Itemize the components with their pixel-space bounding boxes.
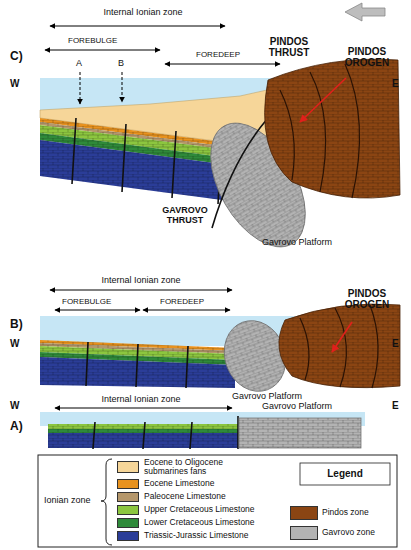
text-label: PINDOS THRUST — [258, 36, 320, 58]
legend-swatch — [290, 506, 318, 520]
zone-arrow — [50, 26, 225, 27]
legend-text: Pindos zone — [322, 508, 394, 517]
text-label: PINDOS OROGEN — [336, 288, 398, 310]
zone-arrow — [50, 290, 232, 291]
text-label: W — [10, 400, 24, 411]
limestone-texture — [40, 340, 235, 388]
text-label: A) — [10, 420, 30, 433]
text-label: W — [10, 338, 24, 349]
foredeep-arrow — [143, 310, 230, 311]
section-c — [40, 26, 400, 263]
orogen-pointer — [332, 322, 352, 352]
text-label: B) — [10, 318, 30, 331]
legend-text: Eocene Limestone — [144, 479, 284, 488]
text-label: E — [392, 78, 406, 89]
legend-text: Eocene to Oligocene submarines fans — [144, 458, 239, 477]
zone-arrow — [55, 408, 232, 409]
direction-arrow — [345, 3, 385, 21]
text-label: FOREBULGE — [68, 37, 138, 46]
legend-swatch — [290, 526, 318, 540]
gavrovo-platform — [239, 418, 361, 448]
text-label: Internal Ionian zone — [86, 395, 196, 405]
legend-swatch — [117, 518, 139, 528]
orogen-texture — [265, 59, 400, 198]
text-label: Gavrovo Platform — [262, 238, 352, 248]
text-label: GAVROVO THRUST — [148, 206, 222, 226]
legend-swatch — [117, 505, 139, 515]
legend-text: Triassic-Jurassic Limestone — [144, 531, 284, 540]
thrust-sheets — [300, 305, 378, 388]
gavrovo-thrust-line — [212, 118, 268, 228]
legend-text: Gavrovo zone — [322, 528, 394, 537]
fault-lines — [93, 416, 238, 449]
point-a-arrow — [80, 72, 81, 104]
orogen-texture — [279, 304, 400, 388]
fault-lines — [72, 118, 222, 204]
text-label: Internal Ionian zone — [86, 276, 196, 286]
text-label: FOREDEEP — [196, 51, 266, 60]
point-b-arrow — [122, 72, 123, 102]
legend-swatch — [117, 479, 139, 489]
text-label: Internal Ionian zone — [88, 8, 198, 18]
text-label: PINDOS OROGEN — [336, 46, 398, 68]
thrust-sheets — [280, 64, 360, 198]
forebulge-arrow — [45, 50, 160, 51]
legend-text: Lower Cretaceous Limestone — [144, 518, 284, 527]
pindos-orogen — [279, 304, 400, 388]
legend-frame — [38, 455, 397, 547]
legend-bracket — [101, 459, 112, 545]
pindos-orogen — [265, 59, 400, 198]
text-label: C) — [10, 50, 30, 63]
text-label: A — [76, 59, 88, 69]
text-label: Ionian zone — [44, 496, 104, 506]
text-label: W — [10, 78, 24, 89]
section-a — [40, 408, 365, 449]
text-label: FOREDEEP — [160, 298, 230, 307]
foredeep-arrow — [165, 64, 280, 65]
legend-swatch — [117, 461, 139, 473]
legend-header-box — [300, 463, 390, 485]
text-label: B — [118, 59, 130, 69]
text-label: E — [392, 338, 406, 349]
legend-text: Paleocene Limestone — [144, 492, 284, 501]
text-label: E — [392, 400, 406, 411]
forebulge-arrow — [55, 310, 140, 311]
text-label: Gavrovo Platform — [232, 392, 322, 402]
fault-lines — [86, 342, 188, 388]
legend-swatch — [117, 531, 139, 541]
text-label: Gavrovo Platform — [262, 402, 352, 412]
text-label: Legend — [300, 468, 390, 479]
legend-text: Upper Cretaceous Limestone — [144, 505, 284, 514]
legend-swatch — [117, 492, 139, 502]
platform-texture — [239, 418, 361, 448]
orogen-pointer — [300, 78, 346, 122]
text-label: FOREBULGE — [62, 298, 132, 307]
